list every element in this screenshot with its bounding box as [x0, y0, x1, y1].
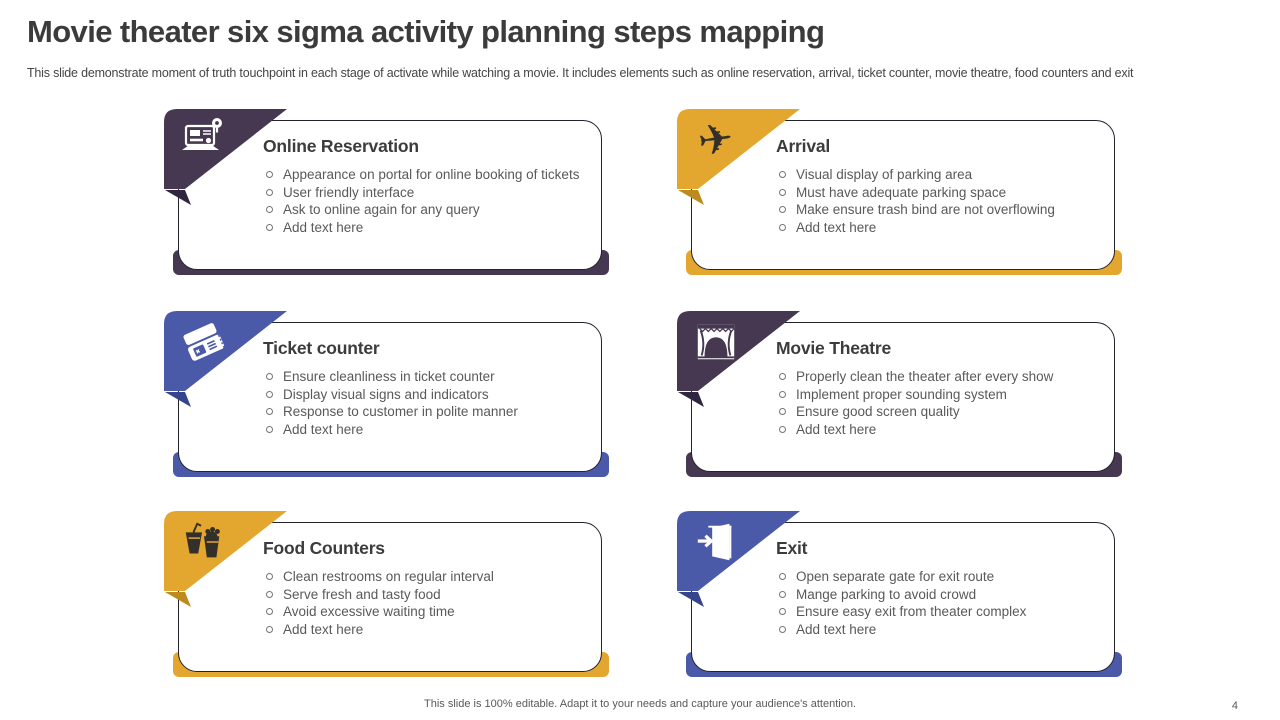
- bullet-item: Mange parking to avoid crowd: [776, 586, 1096, 604]
- bullet-circle-icon: [779, 573, 786, 580]
- card-body: Food Counters Clean restrooms on regular…: [178, 522, 602, 672]
- card-corner-badge: [163, 510, 291, 610]
- bullet-item: Make ensure trash bind are not overflowi…: [776, 201, 1096, 219]
- card-online-reservation: Online Reservation Appearance on portal …: [163, 108, 615, 280]
- exit-door-icon: [691, 517, 741, 567]
- bullet-item: Ensure good screen quality: [776, 403, 1096, 421]
- bullet-circle-icon: [266, 625, 273, 633]
- bullet-circle-icon: [779, 188, 786, 196]
- bullet-item: Add text here: [776, 621, 1096, 639]
- theater-stage-icon: [691, 317, 741, 367]
- card-body: Exit Open separate gate for exit route M…: [691, 522, 1115, 672]
- bullet-circle-icon: [266, 608, 273, 615]
- tickets-icon: [178, 317, 228, 367]
- bullet-circle-icon: [779, 425, 786, 433]
- bullet-circle-icon: [779, 373, 786, 380]
- food-icon: [178, 517, 228, 567]
- card-body: Online Reservation Appearance on portal …: [178, 120, 602, 270]
- bullet-circle-icon: [779, 390, 786, 398]
- laptop-booking-icon: [178, 115, 228, 165]
- bullet-item: Add text here: [776, 219, 1096, 237]
- card-title: Ticket counter: [263, 338, 380, 358]
- card-bullet-list: Open separate gate for exit route Mange …: [776, 568, 1096, 638]
- bullet-item: Properly clean the theater after every s…: [776, 368, 1096, 386]
- card-title: Online Reservation: [263, 136, 419, 156]
- card-arrival: Arrival Visual display of parking area M…: [676, 108, 1128, 280]
- card-body: Movie Theatre Properly clean the theater…: [691, 322, 1115, 472]
- card-corner-badge: [163, 108, 291, 208]
- card-body: Ticket counter Ensure cleanliness in tic…: [178, 322, 602, 472]
- bullet-item: Add text here: [263, 421, 583, 439]
- bullet-circle-icon: [266, 188, 273, 196]
- bullet-item: Clean restrooms on regular interval: [263, 568, 583, 586]
- bullet-circle-icon: [266, 206, 273, 213]
- bullet-circle-icon: [266, 590, 273, 598]
- card-bullet-list: Visual display of parking area Must have…: [776, 166, 1096, 236]
- card-corner-badge: [676, 310, 804, 410]
- bullet-circle-icon: [779, 171, 786, 178]
- bullet-item: Ask to online again for any query: [263, 201, 583, 219]
- bullet-item: Ensure easy exit from theater complex: [776, 603, 1096, 621]
- card-bullet-list: Properly clean the theater after every s…: [776, 368, 1096, 438]
- page-subtitle: This slide demonstrate moment of truth t…: [27, 66, 1134, 80]
- bullet-circle-icon: [779, 223, 786, 231]
- page-number: 4: [1231, 700, 1238, 712]
- bullet-item: Visual display of parking area: [776, 166, 1096, 184]
- card-body: Arrival Visual display of parking area M…: [691, 120, 1115, 270]
- bullet-item: Response to customer in polite manner: [263, 403, 583, 421]
- bullet-circle-icon: [779, 625, 786, 633]
- bullet-circle-icon: [266, 425, 273, 433]
- bullet-item: Ensure cleanliness in ticket counter: [263, 368, 583, 386]
- bullet-circle-icon: [779, 590, 786, 598]
- card-corner-badge: ✈: [676, 108, 804, 208]
- bullet-circle-icon: [779, 206, 786, 213]
- card-food-counters: Food Counters Clean restrooms on regular…: [163, 510, 615, 682]
- bullet-circle-icon: [779, 608, 786, 615]
- bullet-item: Display visual signs and indicators: [263, 386, 583, 404]
- card-exit: Exit Open separate gate for exit route M…: [676, 510, 1128, 682]
- card-corner-badge: [676, 510, 804, 610]
- bullet-circle-icon: [266, 373, 273, 380]
- airplane-icon: ✈: [695, 112, 737, 167]
- bullet-item: Must have adequate parking space: [776, 184, 1096, 202]
- bullet-item: Serve fresh and tasty food: [263, 586, 583, 604]
- page-title: Movie theater six sigma activity plannin…: [27, 14, 825, 49]
- bullet-item: Implement proper sounding system: [776, 386, 1096, 404]
- footer-note: This slide is 100% editable. Adapt it to…: [424, 698, 856, 710]
- card-bullet-list: Appearance on portal for online booking …: [263, 166, 583, 236]
- bullet-circle-icon: [266, 408, 273, 415]
- bullet-circle-icon: [779, 408, 786, 415]
- card-corner-badge: [163, 310, 291, 410]
- bullet-item: Add text here: [776, 421, 1096, 439]
- bullet-item: Appearance on portal for online booking …: [263, 166, 583, 184]
- card-title: Movie Theatre: [776, 338, 892, 358]
- card-ticket-counter: Ticket counter Ensure cleanliness in tic…: [163, 310, 615, 482]
- bullet-item: Avoid excessive waiting time: [263, 603, 583, 621]
- card-bullet-list: Clean restrooms on regular interval Serv…: [263, 568, 583, 638]
- bullet-circle-icon: [266, 171, 273, 178]
- bullet-circle-icon: [266, 223, 273, 231]
- bullet-item: Add text here: [263, 219, 583, 237]
- bullet-item: Open separate gate for exit route: [776, 568, 1096, 586]
- card-title: Exit: [776, 538, 808, 558]
- card-bullet-list: Ensure cleanliness in ticket counter Dis…: [263, 368, 583, 438]
- bullet-item: Add text here: [263, 621, 583, 639]
- bullet-item: User friendly interface: [263, 184, 583, 202]
- card-movie-theatre: Movie Theatre Properly clean the theater…: [676, 310, 1128, 482]
- card-title: Food Counters: [263, 538, 385, 558]
- bullet-circle-icon: [266, 573, 273, 580]
- card-title: Arrival: [776, 136, 831, 156]
- bullet-circle-icon: [266, 390, 273, 398]
